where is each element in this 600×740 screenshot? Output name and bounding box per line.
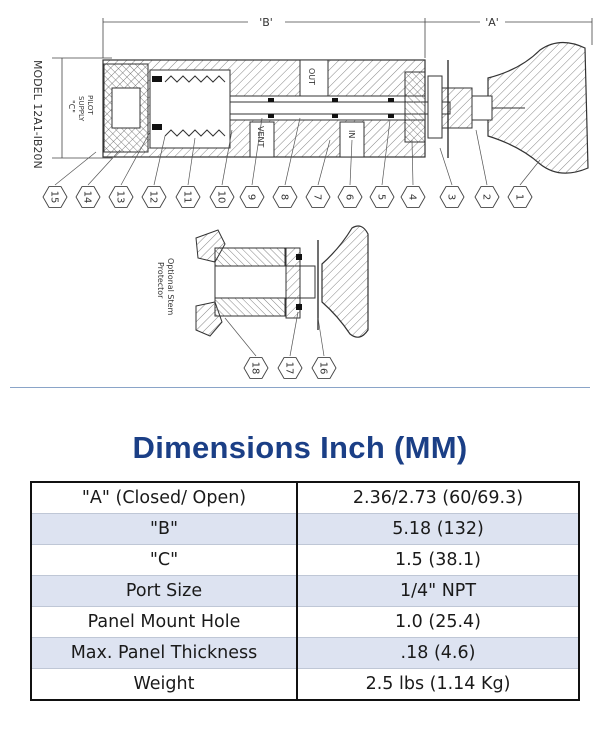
part-callout-11: 11 bbox=[175, 137, 201, 208]
port-vent-label: VENT bbox=[256, 126, 265, 148]
part-callout-8: 8 bbox=[272, 117, 301, 208]
part-callout-2: 2 bbox=[474, 129, 500, 208]
dimension-label-cell: Weight bbox=[31, 668, 298, 700]
port-out-label: OUT bbox=[307, 68, 316, 85]
part-number-text: 16 bbox=[318, 362, 329, 375]
optional-part-callouts: 18 17 16 bbox=[224, 311, 337, 379]
dimension-label-cell: "B" bbox=[31, 513, 298, 545]
pilot-supply-line1: PILOT bbox=[86, 95, 94, 115]
part-callout-7: 7 bbox=[305, 139, 331, 208]
dimension-label-cell: Panel Mount Hole bbox=[31, 606, 298, 638]
part-number-text: 17 bbox=[284, 362, 295, 375]
dimensions-table: "A" (Closed/ Open) 2.36/2.73 (60/69.3) "B"… bbox=[30, 481, 580, 701]
part-callout-9: 9 bbox=[239, 117, 265, 208]
section-divider bbox=[10, 387, 590, 388]
table-row: "C"1.5 (38.1) bbox=[31, 544, 579, 576]
part-callout-10: 10 bbox=[209, 129, 235, 208]
part-number-text: 12 bbox=[148, 191, 159, 204]
part-number-text: 8 bbox=[279, 194, 290, 200]
part-callout-17: 17 bbox=[277, 311, 303, 379]
part-number-text: 6 bbox=[344, 194, 355, 200]
part-callout-6: 6 bbox=[337, 139, 363, 208]
optional-stem-line2: Protector bbox=[156, 262, 165, 299]
part-number-text: 2 bbox=[481, 194, 492, 200]
optional-stem-protector-drawing bbox=[195, 225, 369, 338]
valve-cross-section-drawing: 'B' 'A' MODEL 12A1-IB20N PILOT SUPPLY "C… bbox=[31, 16, 593, 379]
dimension-value-cell: 5.18 (132) bbox=[297, 513, 579, 545]
part-number-text: 5 bbox=[376, 194, 387, 200]
table-row: "B"5.18 (132) bbox=[31, 513, 579, 545]
dimension-value-cell: 2.5 lbs (1.14 Kg) bbox=[297, 668, 579, 700]
dimension-value-cell: 1.5 (38.1) bbox=[297, 544, 579, 576]
dimension-label-cell: "A" (Closed/ Open) bbox=[31, 482, 298, 514]
dimension-c-line bbox=[52, 57, 112, 159]
part-callout-4: 4 bbox=[400, 139, 426, 208]
part-callout-14: 14 bbox=[75, 149, 121, 208]
dimension-value-cell: 1.0 (25.4) bbox=[297, 606, 579, 638]
part-number-text: 13 bbox=[115, 191, 126, 204]
table-row: Max. Panel Thickness.18 (4.6) bbox=[31, 637, 579, 669]
part-callout-18: 18 bbox=[224, 317, 269, 379]
valve-body bbox=[102, 59, 473, 158]
port-in-label: IN bbox=[347, 130, 356, 138]
part-callout-5: 5 bbox=[369, 119, 395, 208]
dimension-value-cell: .18 (4.6) bbox=[297, 637, 579, 669]
part-callout-1: 1 bbox=[507, 159, 541, 208]
dimension-value-cell: 2.36/2.73 (60/69.3) bbox=[352, 488, 524, 508]
part-number-text: 11 bbox=[182, 191, 193, 204]
part-number-text: 9 bbox=[246, 194, 257, 200]
part-callout-13: 13 bbox=[108, 131, 151, 208]
dimension-a-label: 'A' bbox=[485, 16, 499, 29]
part-callout-12: 12 bbox=[141, 135, 167, 208]
dimension-value-cell: 1/4" NPT bbox=[297, 575, 579, 607]
push-knob bbox=[471, 41, 589, 174]
dimensions-title: Dimensions Inch (MM) bbox=[132, 430, 468, 465]
part-number-text: 14 bbox=[82, 191, 93, 204]
dimension-b-label: 'B' bbox=[259, 16, 273, 29]
part-number-text: 1 bbox=[514, 194, 525, 200]
optional-stem-line1: Optional Stem bbox=[166, 258, 175, 316]
dimension-label-cell: Max. Panel Thickness bbox=[31, 637, 298, 669]
part-number-callouts: 15 14 13 12 11 10 9 8 7 6 5 4 3 2 1 bbox=[42, 117, 541, 208]
dimension-label-cell: "C" bbox=[31, 544, 298, 576]
part-number-text: 15 bbox=[49, 191, 60, 204]
dimension-b-line bbox=[102, 18, 593, 58]
dimension-label-cell: Port Size bbox=[31, 575, 298, 607]
part-number-text: 3 bbox=[446, 194, 457, 200]
model-label: MODEL 12A1-IB20N bbox=[31, 60, 44, 169]
pilot-supply-line2: SUPPLY bbox=[77, 96, 85, 122]
part-number-text: 10 bbox=[216, 191, 227, 204]
part-callout-16: 16 bbox=[311, 317, 337, 379]
part-number-text: 7 bbox=[312, 194, 323, 200]
part-callout-3: 3 bbox=[439, 147, 465, 208]
dimension-c-label: "C" bbox=[67, 100, 76, 113]
table-row: "A" (Closed/ Open) 2.36/2.73 (60/69.3) bbox=[31, 482, 579, 514]
part-callout-15: 15 bbox=[42, 151, 97, 208]
part-number-text: 4 bbox=[407, 194, 418, 200]
part-number-text: 18 bbox=[250, 362, 261, 375]
